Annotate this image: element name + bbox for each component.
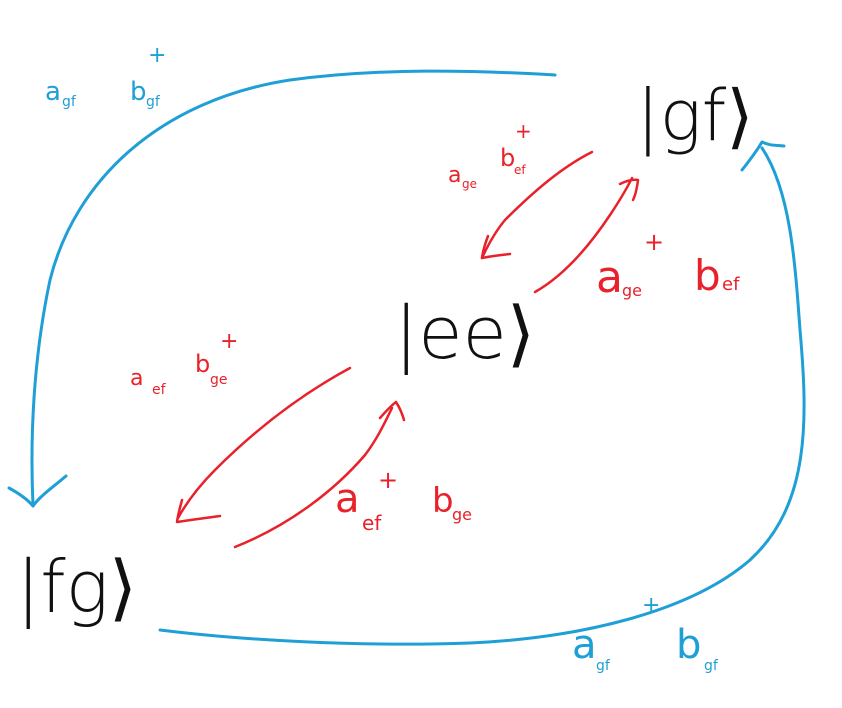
svg-text:ge: ge (452, 505, 472, 524)
transition-arrow-gf-to-fg (30, 69, 557, 507)
svg-text:+: + (644, 228, 664, 256)
operator-label-fg-to-gf: a gf + b gf (572, 593, 719, 674)
transition-arrow-fg-to-ee (233, 406, 394, 549)
svg-text:ge: ge (462, 177, 477, 191)
svg-text:a: a (572, 622, 597, 668)
arrowhead-gf-to-ee (480, 234, 512, 260)
arrowhead-ee-to-fg (175, 498, 222, 524)
svg-text:gf: gf (62, 94, 77, 110)
transition-arrow-ee-to-fg (176, 366, 352, 520)
svg-text:b: b (500, 144, 515, 172)
svg-text:ef: ef (362, 511, 382, 535)
transition-arrow-ee-to-gf (533, 176, 634, 294)
arrowhead-gf-to-fg (7, 474, 68, 508)
operator-label-ee-to-fg: a ef b ge + (130, 329, 238, 398)
svg-text:gf: gf (596, 658, 611, 674)
arrowhead-ee-to-gf (618, 178, 640, 202)
svg-text:+: + (378, 466, 398, 494)
transition-arrow-fg-to-gf (158, 146, 806, 646)
svg-text:ge: ge (210, 372, 228, 388)
state-ket-gf: |gf⟩ (636, 75, 754, 157)
svg-text:gf: gf (146, 94, 161, 110)
svg-text:a: a (45, 77, 61, 107)
operator-label-gf-to-fg: a gf b gf + (45, 43, 166, 110)
transition-arrow-gf-to-ee (480, 150, 594, 260)
svg-text:+: + (642, 593, 660, 618)
svg-text:ef: ef (722, 274, 740, 295)
svg-text:+: + (220, 329, 238, 354)
svg-text:b: b (676, 622, 701, 668)
svg-text:b: b (432, 481, 454, 521)
arrowhead-fg-to-ee (378, 400, 406, 422)
svg-text:a: a (596, 252, 623, 303)
svg-text:gf: gf (704, 658, 719, 674)
operator-label-ee-to-gf: a ge + b ef (596, 228, 740, 303)
svg-text:ef: ef (152, 382, 167, 398)
operator-label-fg-to-ee: a ef + b ge (335, 466, 472, 535)
svg-text:ef: ef (514, 163, 526, 177)
svg-text:a: a (130, 366, 143, 391)
state-ket-fg: |fg⟩ (16, 545, 137, 630)
svg-text:ge: ge (622, 281, 642, 300)
operator-label-gf-to-ee: a ge b ef + (448, 119, 532, 191)
state-ket-ee: |ee⟩ (394, 291, 535, 376)
arrowhead-fg-to-gf (740, 140, 786, 172)
svg-text:b: b (130, 77, 147, 107)
svg-text:+: + (515, 119, 532, 143)
svg-text:+: + (148, 43, 166, 68)
svg-text:a: a (448, 163, 461, 188)
svg-text:b: b (694, 251, 721, 300)
svg-text:a: a (335, 476, 360, 522)
svg-text:b: b (195, 350, 210, 378)
